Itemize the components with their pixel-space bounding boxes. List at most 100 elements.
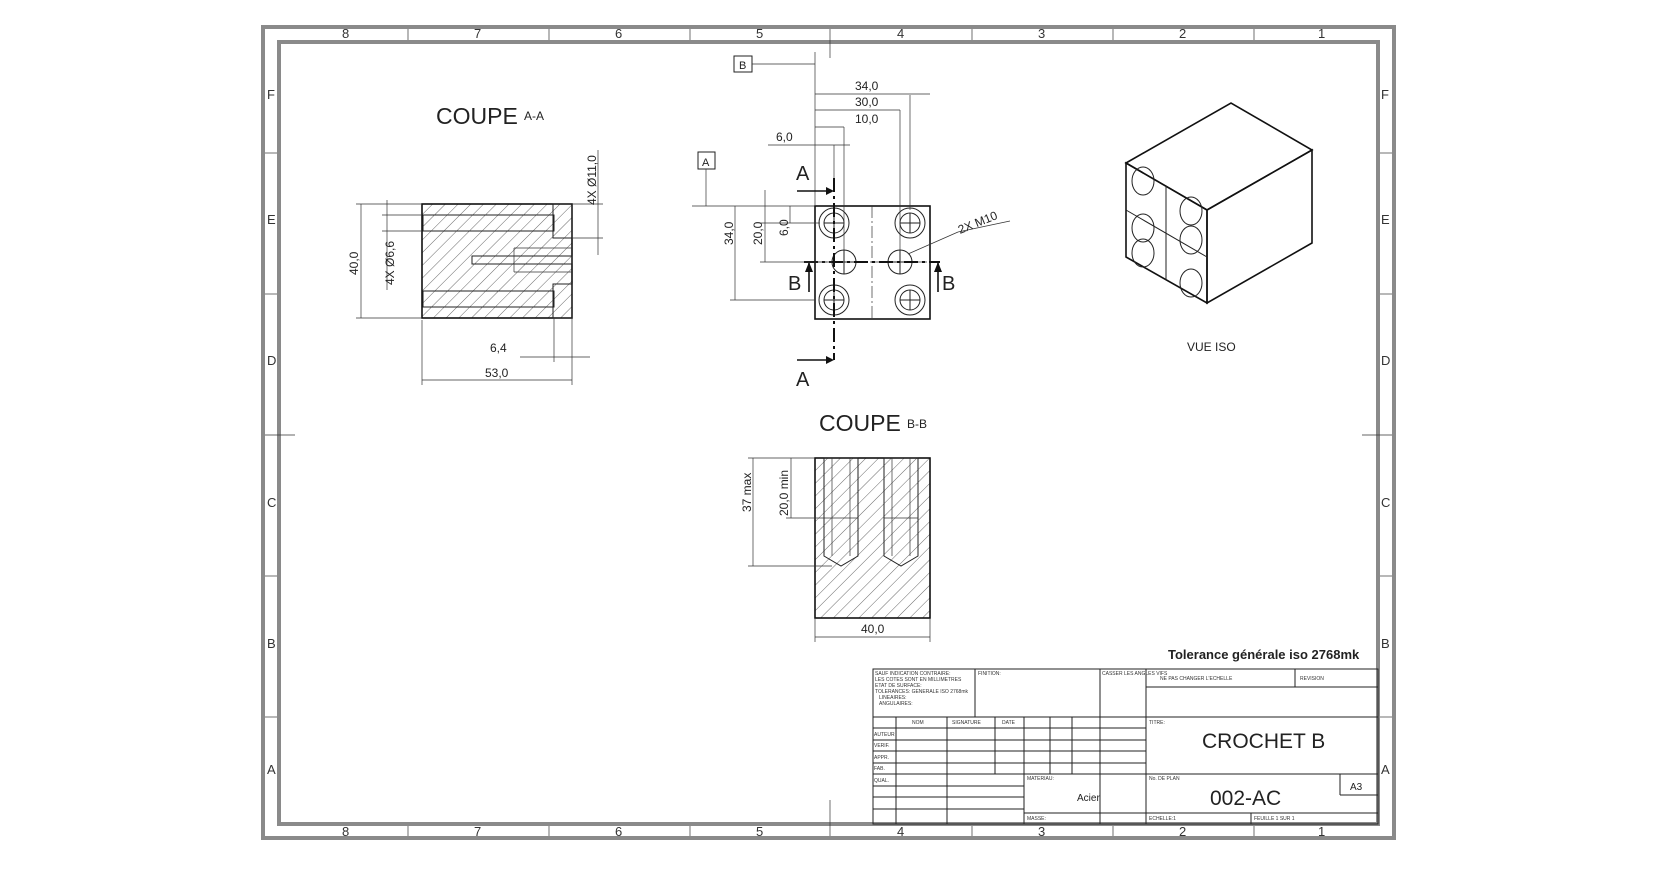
hole-bottom-right <box>894 284 926 316</box>
col-label: 6 <box>615 824 622 839</box>
section-bb-title: COUPE <box>819 410 901 436</box>
col-label: 1 <box>1318 26 1325 41</box>
column-labels-bottom: 8 7 6 5 4 3 2 1 <box>342 824 1325 839</box>
col-header-signature: SIGNATURE <box>952 720 981 726</box>
tolerance-note: Tolerance générale iso 2768mk <box>1168 647 1360 662</box>
col-label: 6 <box>615 26 622 41</box>
row-label: A <box>267 762 276 777</box>
dim-aa-height: 40,0 <box>347 251 361 275</box>
iso-label: VUE ISO <box>1187 340 1236 354</box>
zone-ticks <box>265 29 1392 836</box>
note-line: ETAT DE SURFACE: <box>875 683 922 689</box>
cut-a-label-bottom: A <box>796 369 810 391</box>
note-line: LES COTES SONT EN MILLIMETRES <box>875 677 962 683</box>
section-aa-title: COUPE <box>436 103 518 129</box>
drill-right <box>883 457 919 567</box>
dim-h20: 20,0 <box>751 221 765 245</box>
col-header-nom: NOM <box>912 720 924 726</box>
row-label-verif: VERIF. <box>874 743 890 749</box>
col-label: 3 <box>1038 824 1045 839</box>
casser-label: CASSER LES ANGLES VIFS <box>1102 671 1168 677</box>
dim-aa-counterbore: 6,4 <box>490 341 507 355</box>
row-label: F <box>267 87 275 102</box>
row-label: E <box>1381 212 1390 227</box>
outer-frame <box>261 25 1396 840</box>
col-label: 5 <box>756 26 763 41</box>
section-view-bb: COUPE B-B 37 max 20,0 min 40,0 <box>740 410 931 642</box>
col-label: 5 <box>756 824 763 839</box>
drawing-number: 002-AC <box>1210 787 1281 810</box>
thread-callout: 2X M10 <box>956 208 1000 237</box>
section-bb-body <box>814 457 931 619</box>
row-labels-right: F E D C B A <box>1381 87 1390 777</box>
dim-w30: 30,0 <box>855 95 879 109</box>
cut-a-label-top: A <box>796 163 810 185</box>
bore-top <box>422 214 555 232</box>
bore-bottom <box>422 290 555 308</box>
col-label: 7 <box>474 26 481 41</box>
col-header-date: DATE <box>1002 720 1016 726</box>
col-label: 2 <box>1179 824 1186 839</box>
row-label-qual: QUAL. <box>874 778 889 784</box>
row-label: E <box>267 212 276 227</box>
row-label-fab: FAB. <box>874 766 885 772</box>
dim-w10: 10,0 <box>855 112 879 126</box>
row-label: D <box>1381 353 1390 368</box>
masse-label: MASSE: <box>1027 816 1046 822</box>
row-label-auteur: AUTEUR <box>874 732 895 738</box>
dim-aa-length: 53,0 <box>485 366 509 380</box>
row-label: D <box>267 353 276 368</box>
dim-drill-depth: 37 max <box>740 473 754 512</box>
row-label: C <box>267 495 276 510</box>
row-label: B <box>267 636 276 651</box>
iso-view: VUE ISO <box>1124 102 1314 354</box>
dim-w6: 6,0 <box>776 130 793 144</box>
no-scale-label: NE PAS CHANGER L'ECHELLE <box>1160 676 1233 682</box>
section-aa-body <box>421 203 573 319</box>
col-label: 7 <box>474 824 481 839</box>
note-line: TOLERANCES: GENERALE ISO 2768mk <box>875 689 968 695</box>
hole-top-right <box>894 207 926 239</box>
section-view-aa: COUPE A-A 40,0 4X Ø6,6 4X Ø11,0 6,4 <box>347 103 603 385</box>
row-label: C <box>1381 495 1390 510</box>
threaded-hole <box>471 255 573 265</box>
feuille-label: FEUILLE 1 SUR 1 <box>1254 816 1295 822</box>
revision-label: REVISION <box>1300 676 1324 682</box>
col-label: 2 <box>1179 26 1186 41</box>
dim-h6: 6,0 <box>777 219 791 236</box>
col-label: 1 <box>1318 824 1325 839</box>
drawing-no-label: No. DE PLAN <box>1149 776 1180 782</box>
note-line: ANGULAIRES: <box>879 701 913 707</box>
row-labels-left: F E D C B A <box>267 87 276 777</box>
sheet-size: A3 <box>1350 782 1363 793</box>
front-view: B A <box>692 52 1011 391</box>
section-bb-suffix: B-B <box>907 417 927 431</box>
dim-w34: 34,0 <box>855 79 879 93</box>
col-label: 4 <box>897 26 904 41</box>
drill-left <box>823 457 859 567</box>
row-label: A <box>1381 762 1390 777</box>
echelle-label: ECHELLE:1 <box>1149 816 1176 822</box>
section-aa-suffix: A-A <box>524 109 544 123</box>
datum-a-label: A <box>702 157 710 169</box>
dim-aa-bore-large: 4X Ø11,0 <box>585 155 599 205</box>
drawing-title: CROCHET B <box>1202 730 1325 753</box>
finition-label: FINITION: <box>978 671 1001 677</box>
material-label: MATERIAU: <box>1027 776 1054 782</box>
counterbore-bottom <box>552 283 573 319</box>
cut-b-label-left: B <box>788 273 801 295</box>
counterbore-top <box>552 203 573 239</box>
col-label: 4 <box>897 824 904 839</box>
col-label: 8 <box>342 26 349 41</box>
inner-frame <box>277 40 1380 826</box>
iso-right-face <box>1206 148 1313 305</box>
column-labels-top: 8 7 6 5 4 3 2 1 <box>342 26 1325 41</box>
cut-b-label-right: B <box>942 273 955 295</box>
col-label: 3 <box>1038 26 1045 41</box>
col-label: 8 <box>342 824 349 839</box>
notes-block: SAUF INDICATION CONTRAIRE: LES COTES SON… <box>875 671 968 707</box>
note-line: SAUF INDICATION CONTRAIRE: <box>875 671 950 677</box>
drawing-frame: 8 7 6 5 4 3 2 1 8 7 6 5 4 3 2 1 F E D C … <box>261 25 1396 840</box>
dim-bb-width: 40,0 <box>861 622 885 636</box>
